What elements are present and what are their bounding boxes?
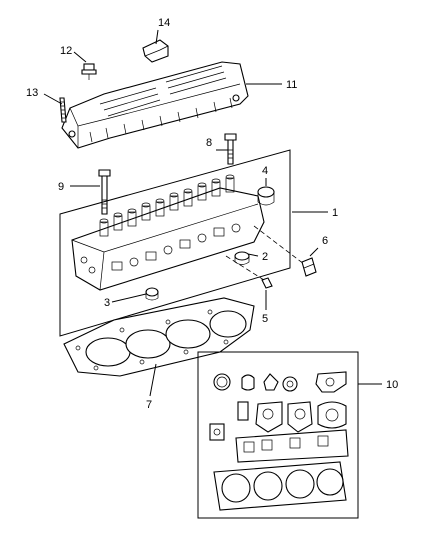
callout-13: 13 xyxy=(26,87,38,99)
leader-dash-6 xyxy=(253,225,305,265)
cylinder-head-frame xyxy=(59,149,291,337)
stud-13 xyxy=(59,97,67,123)
callout-7: 7 xyxy=(146,399,152,411)
head-bolt-8 xyxy=(224,133,237,165)
fitting-6 xyxy=(301,257,317,277)
gasket-kit xyxy=(209,371,349,511)
callout-3: 3 xyxy=(104,297,110,309)
callout-2: 2 xyxy=(262,251,268,263)
callout-labels: 1 2 3 4 5 6 7 8 9 10 11 12 13 14 xyxy=(26,17,398,411)
cylinder-head xyxy=(71,174,265,291)
valve-cover xyxy=(61,61,249,149)
head-gasket xyxy=(63,297,255,377)
callout-6: 6 xyxy=(322,235,328,247)
cap-4 xyxy=(257,186,275,206)
dowel-pin-5 xyxy=(261,277,273,289)
callout-14: 14 xyxy=(158,17,170,29)
gasket-kit-frame xyxy=(197,351,359,519)
callout-11: 11 xyxy=(286,79,297,91)
head-bolt-9 xyxy=(98,169,111,215)
callout-5: 5 xyxy=(262,313,268,325)
oil-filler-cap xyxy=(142,39,169,63)
callout-10: 10 xyxy=(386,379,398,391)
callout-8: 8 xyxy=(206,137,212,149)
leader-lines xyxy=(43,29,382,397)
callout-9: 9 xyxy=(58,181,64,193)
callout-4: 4 xyxy=(262,165,268,177)
callout-12: 12 xyxy=(60,45,72,57)
callout-1: 1 xyxy=(332,207,338,219)
plug-3 xyxy=(145,287,159,301)
bolt-12 xyxy=(81,63,97,80)
